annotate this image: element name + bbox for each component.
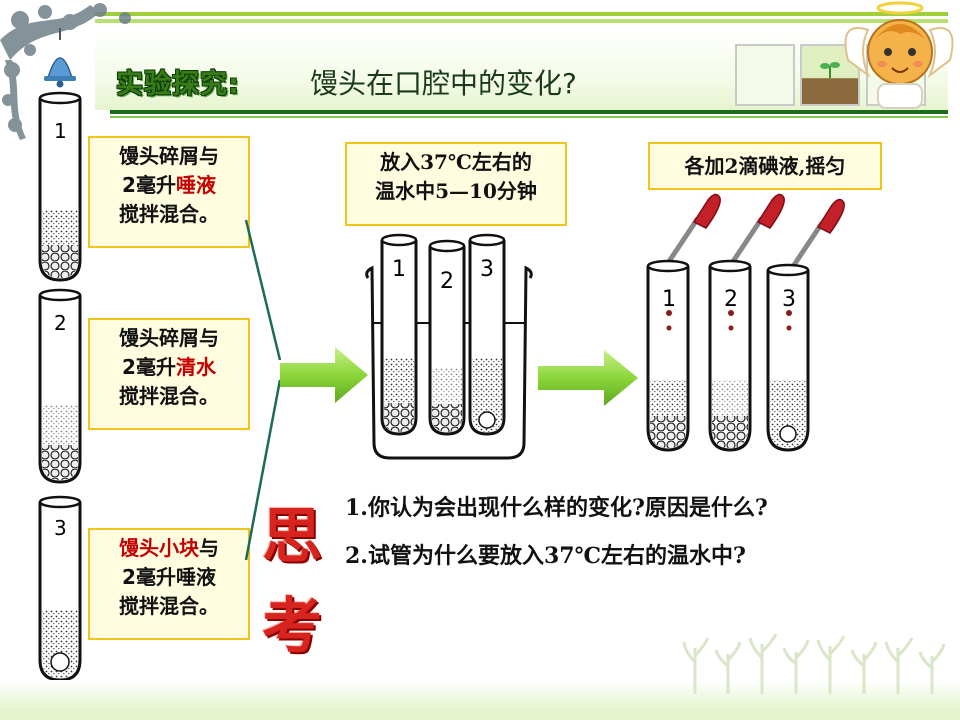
question-2: 2.试管为什么要放入37℃左右的温水中?: [345, 543, 746, 569]
warm-water-line2: 温水中5—10分钟: [375, 179, 537, 203]
left-test-tubes: 1 2 3: [38, 91, 82, 682]
left-tube-3: 3: [38, 495, 82, 682]
bell-icon: [44, 28, 76, 88]
condition-box-2-line3: 搅拌混合。: [119, 384, 219, 408]
iodine-tube-1-label: 1: [662, 287, 676, 312]
condition-box-1-line2: 2毫升: [122, 173, 176, 197]
beaker-tube-3-label: 3: [480, 257, 494, 282]
vine-decoration: [0, 3, 131, 140]
left-tube-2: 2: [38, 288, 82, 484]
question-1: 1.你认为会出现什么样的变化?原因是什么?: [345, 495, 768, 521]
beaker-tube-1-label: 1: [392, 257, 406, 282]
header-stripe-2: [95, 19, 948, 23]
right-arrow-icon-2: [538, 350, 638, 406]
condition-box-3: 馒头小块与 2毫升唾液 搅拌混合。: [88, 528, 250, 640]
think-label-2: 考: [262, 592, 322, 662]
iodine-tube-3-label: 3: [782, 287, 796, 312]
seedling-icon: [820, 62, 840, 78]
connector-lines: [244, 219, 282, 561]
beaker-tube-2-label: 2: [440, 269, 454, 294]
page-title: 馒头在口腔中的变化?: [310, 67, 577, 100]
iodine-box: 各加2滴碘液,摇匀: [648, 142, 882, 190]
condition-box-2-line1: 馒头碎屑与: [119, 326, 219, 350]
bottom-strip: [0, 706, 960, 720]
condition-box-3-line3: 搅拌混合。: [119, 594, 219, 618]
warm-water-box: 放入37℃左右的 温水中5—10分钟: [345, 142, 567, 226]
left-tube-1-label: 1: [54, 119, 67, 143]
iodine-label: 各加2滴碘液,摇匀: [684, 154, 846, 178]
angel-mascot-icon: [844, 1, 954, 109]
condition-box-1-line3: 搅拌混合。: [119, 202, 219, 226]
condition-box-1-saliva: 唾液: [175, 173, 216, 197]
condition-box-3-line2: 2毫升唾液: [122, 565, 216, 589]
think-label-1: 思: [262, 502, 322, 572]
condition-box-2-line2: 2毫升: [122, 355, 176, 379]
condition-box-1: 馒头碎屑与 2毫升唾液 搅拌混合。: [88, 136, 250, 248]
beaker-with-tubes: 1 2 3: [365, 233, 533, 460]
header-underline-light: [110, 116, 948, 118]
condition-box-3-line1: 与: [199, 536, 219, 560]
iodine-tubes: 1 2 3: [646, 193, 845, 452]
condition-box-2-water: 清水: [175, 355, 216, 379]
condition-box-2: 馒头碎屑与 2毫升清水 搅拌混合。: [88, 318, 250, 430]
title-prefix: 实验探究:: [116, 69, 240, 100]
warm-water-line1: 放入37℃左右的: [380, 150, 532, 174]
condition-box-3-chunk: 馒头小块: [119, 536, 199, 560]
dropper-3: [789, 198, 845, 270]
left-tube-3-label: 3: [54, 516, 67, 540]
condition-box-1-line1: 馒头碎屑与: [119, 144, 219, 168]
sprouts-decoration: [682, 633, 946, 694]
iodine-tube-2-label: 2: [724, 287, 738, 312]
dropper-2: [729, 193, 785, 265]
thumbnail-blank: [735, 44, 795, 106]
left-tube-2-label: 2: [54, 311, 67, 335]
left-tube-1: 1: [38, 91, 82, 282]
header-stripe-top: [95, 12, 948, 16]
dropper-1: [665, 193, 721, 265]
right-arrow-icon: [280, 347, 368, 403]
header-underline: [110, 110, 948, 114]
